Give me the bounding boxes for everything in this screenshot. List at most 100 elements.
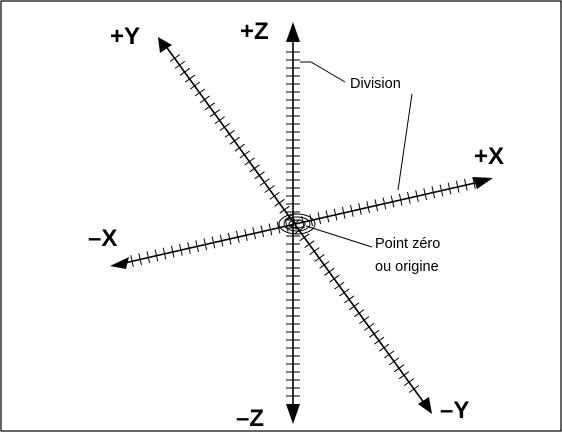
- y-axis-tick: [354, 309, 365, 318]
- x-axis-tick: [374, 199, 379, 212]
- y-axis-tick: [254, 171, 265, 180]
- x-axis-tick: [464, 178, 468, 191]
- z-axis-ticks: [286, 51, 300, 397]
- x-axis-tick: [130, 255, 134, 267]
- x-axis-tick: [170, 245, 175, 258]
- x-axis-tick: [455, 180, 460, 193]
- x-axis-tick: [415, 190, 419, 202]
- y-axis-tick: [319, 260, 330, 269]
- y-axis-tick: [189, 81, 201, 90]
- y-axis-tick: [249, 164, 260, 173]
- y-axis-line: [164, 44, 428, 408]
- x-axis-tick: [236, 230, 240, 243]
- y-axis-tick: [309, 247, 320, 256]
- x-axis-tick: [398, 193, 403, 206]
- x-axis-tick: [211, 236, 216, 249]
- x-axis-tick: [325, 210, 330, 223]
- neg-y-arrowhead: [418, 397, 432, 414]
- y-axis-tick: [314, 254, 325, 262]
- y-axis-tick: [349, 302, 360, 311]
- x-axis-tick: [162, 247, 167, 260]
- x-axis-tick: [366, 201, 370, 214]
- x-axis-tick: [341, 206, 346, 219]
- x-axis-tick: [227, 232, 232, 245]
- neg-z-arrowhead: [286, 404, 300, 424]
- y-axis-tick: [383, 350, 395, 359]
- x-axis-tick: [447, 182, 452, 195]
- y-axis-tick: [259, 178, 270, 187]
- y-axis-tick: [234, 143, 245, 152]
- x-axis-tick: [154, 249, 159, 262]
- x-axis-tick: [382, 197, 387, 210]
- x-axis-tick: [203, 238, 208, 251]
- x-axis-tick: [219, 234, 224, 247]
- y-axis-tick: [344, 295, 355, 304]
- y-axis-tick: [239, 150, 250, 159]
- y-axis-tick: [209, 109, 220, 118]
- division-leader-z: [300, 61, 346, 83]
- y-axis-tick: [304, 240, 315, 249]
- x-axis-tick: [146, 251, 151, 264]
- x-axis-tick: [268, 223, 273, 236]
- y-axis-tick: [169, 54, 181, 62]
- y-axis-tick: [398, 371, 410, 380]
- y-axis-tick: [393, 364, 405, 373]
- x-axis-tick: [333, 208, 338, 221]
- y-axis-tick: [408, 385, 420, 393]
- y-axis-tick: [289, 219, 300, 228]
- x-axis-tick: [439, 184, 444, 197]
- y-axis-tick: [299, 233, 310, 242]
- y-axis-tick: [324, 267, 335, 276]
- pos-x-arrowhead: [473, 177, 493, 189]
- x-axis-ticks: [130, 177, 476, 267]
- x-axis-tick: [407, 191, 411, 204]
- y-axis-tick: [244, 157, 255, 166]
- pos-y-arrowhead: [158, 37, 172, 53]
- y-axis-tick: [264, 185, 275, 193]
- x-axis-tick: [252, 227, 256, 240]
- pos-y-label: +Y: [110, 23, 140, 50]
- y-axis-tick: [403, 378, 415, 387]
- origin-label-line2: ou origine: [375, 259, 439, 275]
- neg-x-arrowhead: [110, 257, 129, 269]
- y-axis-tick: [224, 129, 235, 138]
- y-axis-tick: [174, 60, 186, 69]
- division-leader-x: [397, 93, 413, 191]
- origin-leader: [305, 225, 373, 248]
- x-axis-tick: [423, 188, 427, 201]
- y-axis-tick: [214, 116, 225, 125]
- x-axis-tick: [350, 204, 354, 217]
- y-axis-ticks: [169, 54, 420, 393]
- y-axis-tick: [279, 205, 290, 214]
- y-axis-tick: [329, 274, 340, 283]
- y-axis-tick: [269, 191, 280, 200]
- y-axis-tick: [334, 281, 345, 290]
- neg-y-label: –Y: [440, 397, 469, 424]
- x-axis-tick: [195, 240, 199, 253]
- x-axis-tick: [276, 221, 281, 234]
- y-axis-tick: [388, 357, 400, 366]
- x-axis-tick: [431, 186, 436, 199]
- y-axis-tick: [364, 322, 375, 331]
- y-axis-tick: [199, 95, 210, 104]
- y-axis-tick: [339, 288, 350, 297]
- x-axis-tick: [260, 225, 265, 238]
- x-axis-tick: [390, 195, 395, 208]
- x-axis-tick: [358, 203, 362, 215]
- origin-label-line1: Point zéro: [375, 236, 440, 252]
- y-axis-tick: [194, 88, 206, 97]
- x-axis-tick: [179, 243, 183, 256]
- y-axis-tick: [369, 329, 380, 338]
- y-axis-tick: [204, 102, 215, 111]
- y-axis-tick: [184, 74, 196, 83]
- division-label: Division: [350, 76, 401, 92]
- neg-z-label: –Z: [236, 405, 264, 432]
- x-axis-tick: [138, 253, 142, 266]
- x-axis-tick: [284, 219, 289, 232]
- y-axis-tick: [374, 336, 385, 345]
- neg-x-label: –X: [88, 225, 117, 252]
- x-axis-tick: [317, 212, 322, 225]
- x-axis-tick: [187, 242, 191, 254]
